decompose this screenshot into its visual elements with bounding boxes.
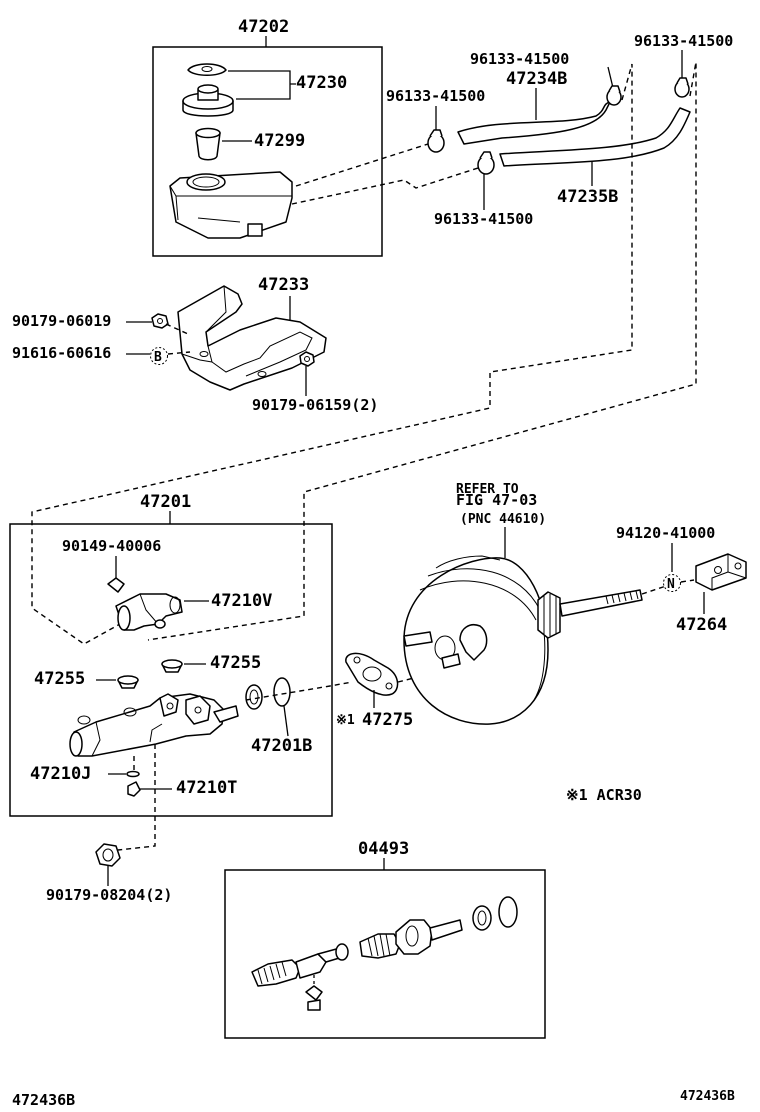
- screw-90149-40006: [107, 577, 125, 593]
- hose-47234b: [457, 101, 611, 145]
- repair-kit-screw: [305, 985, 323, 1011]
- label-47234b: 47234B: [506, 69, 567, 89]
- label-90179-06159: 90179-06159(2): [252, 396, 378, 414]
- repair-kit-box: [224, 869, 546, 1039]
- reservoir-cap-gasket: [187, 63, 227, 76]
- hose-47235b: [499, 107, 691, 167]
- hose-clamp-right: [674, 77, 690, 98]
- seal-47201b: [245, 677, 291, 710]
- nut-90179-06019: [151, 313, 169, 329]
- label-47201: 47201: [140, 492, 191, 512]
- hose-clamp-middle: [606, 85, 622, 106]
- figure-id-left: 472436B: [12, 1091, 75, 1109]
- figure-id-right: 472436B: [680, 1089, 735, 1104]
- union-fitting-47210v: [115, 593, 183, 631]
- reservoir-cap: [182, 84, 234, 117]
- nut-90179-06159: [299, 351, 315, 367]
- label-94120-41000: 94120-41000: [616, 524, 715, 542]
- clevis-47264: [695, 553, 747, 591]
- brake-booster: [403, 555, 643, 725]
- label-96133-top-left: 96133-41500: [386, 87, 485, 105]
- label-90179-08204: 90179-08204(2): [46, 886, 172, 904]
- master-cylinder-box: [9, 523, 333, 817]
- refer-line-1: REFER TO: [456, 482, 519, 497]
- label-47299: 47299: [254, 131, 305, 151]
- label-47210j: 47210J: [30, 764, 91, 784]
- label-47233: 47233: [258, 275, 309, 295]
- label-47201b: 47201B: [251, 736, 312, 756]
- label-96133-top-right: 96133-41500: [634, 32, 733, 50]
- hose-clamp-bottom: [477, 151, 495, 175]
- refer-line-2: FIG 47-03: [456, 491, 537, 509]
- note-mark-1: ※1: [336, 713, 355, 728]
- hose-clamp-left: [427, 129, 445, 153]
- label-47275: 47275: [362, 710, 413, 730]
- reservoir-tank: [169, 171, 293, 239]
- label-47230: 47230: [296, 73, 347, 93]
- label-47210t: 47210T: [176, 778, 237, 798]
- refer-line-3: (PNC 44610): [460, 512, 546, 527]
- label-96133-bottom: 96133-41500: [434, 210, 533, 228]
- nut-90179-08204: [95, 843, 121, 867]
- label-47202: 47202: [238, 17, 289, 37]
- label-47210v: 47210V: [211, 591, 272, 611]
- label-90149-40006: 90149-40006: [62, 537, 161, 555]
- label-47255-left: 47255: [34, 669, 85, 689]
- reservoir-group-box: [152, 46, 383, 257]
- label-04493: 04493: [358, 839, 409, 859]
- grommet-47255-right: [161, 659, 183, 673]
- reservoir-strainer: [195, 127, 221, 161]
- label-47235b: 47235B: [557, 187, 618, 207]
- label-47255-right: 47255: [210, 653, 261, 673]
- gasket-47275: [345, 652, 399, 696]
- callout-b: B: [150, 347, 168, 365]
- master-cylinder-body: [69, 693, 239, 757]
- callout-b-letter: B: [154, 350, 162, 365]
- repair-kit-piston-primary: [359, 919, 463, 959]
- repair-kit-piston-secondary: [251, 943, 349, 987]
- callout-n: N: [663, 574, 681, 592]
- callout-n-letter: N: [667, 577, 675, 592]
- label-96133-top-middle: 96133-41500: [470, 50, 569, 68]
- oring-47210j: [126, 770, 140, 778]
- label-91616-60616: 91616-60616: [12, 344, 111, 362]
- grommet-47255-left: [117, 675, 139, 689]
- plug-47210t: [127, 781, 141, 797]
- label-47264: 47264: [676, 615, 727, 635]
- reservoir-bracket: [177, 285, 327, 391]
- note-acr30: ※1 ACR30: [566, 786, 642, 804]
- repair-kit-seals: [472, 896, 518, 931]
- label-90179-06019: 90179-06019: [12, 312, 111, 330]
